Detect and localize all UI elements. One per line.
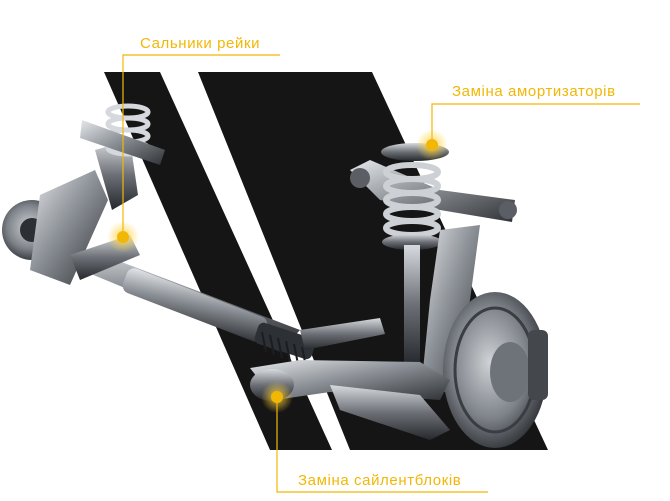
leader-line-silent-block	[276, 403, 488, 493]
background-panel-left	[104, 72, 332, 450]
callout-silent-block-replacement[interactable]: Заміна сайлентблоків	[298, 472, 462, 489]
hotspot-steering-rack[interactable]	[107, 221, 139, 253]
leader-line-shock-absorber	[431, 103, 640, 139]
right-hub-assembly	[420, 225, 548, 448]
hotspot-shock-absorber[interactable]	[416, 129, 448, 161]
steering-rack	[62, 250, 385, 368]
hotspot-silent-block[interactable]	[261, 381, 293, 413]
callout-shock-absorber-replacement[interactable]: Заміна амортизаторів	[452, 83, 616, 100]
leader-line-steering-rack	[122, 54, 280, 231]
callout-steering-rack-seals[interactable]: Сальники рейки	[140, 35, 261, 52]
